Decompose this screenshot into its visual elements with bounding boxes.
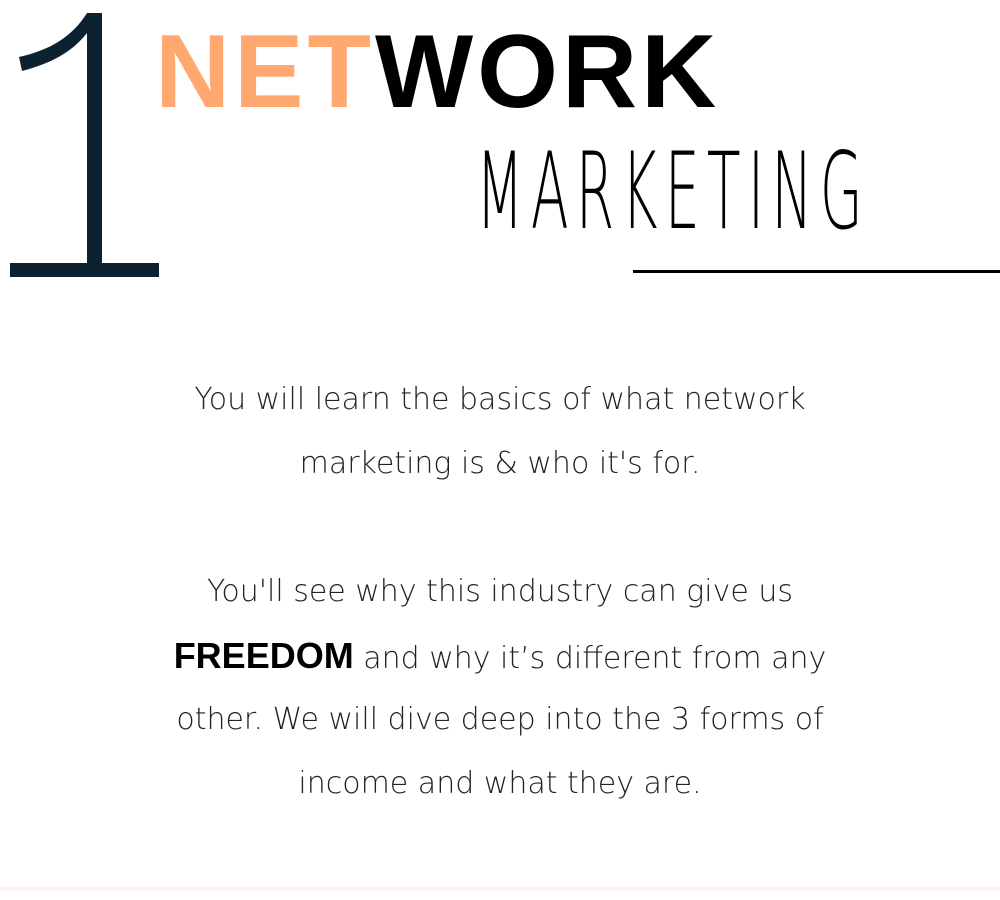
- paragraph-2-line: other. We will dive deep into the 3 form…: [176, 702, 824, 737]
- title-accent: NET: [155, 14, 375, 130]
- paragraph-2-text: and why it’s different from any: [353, 641, 827, 676]
- number-one-glyph: [10, 13, 159, 277]
- paragraph-2-line: FREEDOM and why it’s different from any: [0, 624, 1000, 688]
- title-rest: WORK: [375, 14, 721, 130]
- paragraph-1-line: You will learn the basics of what networ…: [194, 382, 806, 417]
- title-network: NETWORK: [155, 12, 720, 132]
- bottom-strip: [0, 887, 1000, 891]
- divider-line: [633, 270, 1000, 273]
- paragraph-2-line: You'll see why this industry can give us: [207, 574, 793, 609]
- paragraph-2-line: income and what they are.: [298, 766, 702, 801]
- subtitle-marketing: MARKETING: [476, 130, 870, 253]
- freedom-emphasis: FREEDOM: [173, 635, 354, 676]
- paragraph-1-line: marketing is & who it's for.: [299, 446, 701, 481]
- description: You will learn the basics of what networ…: [0, 368, 1000, 816]
